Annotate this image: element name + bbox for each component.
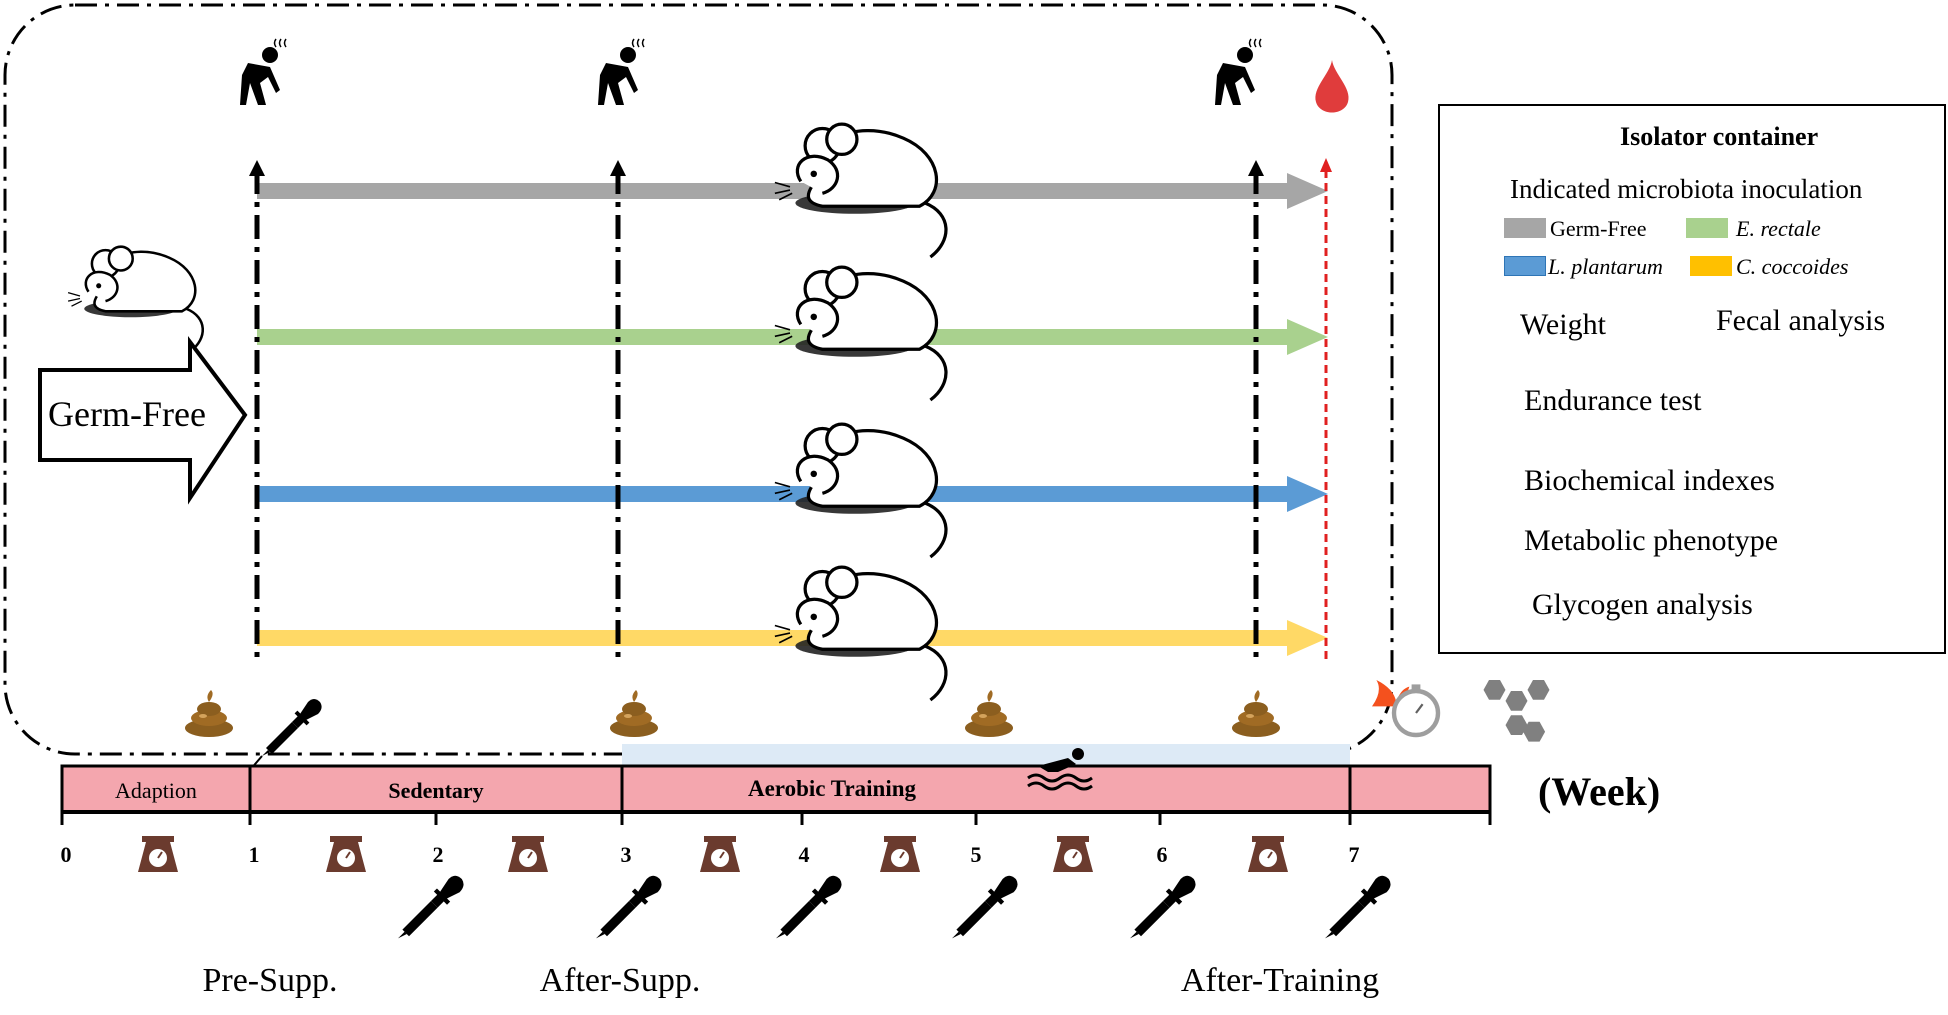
group-arrow-c-coccoides — [257, 620, 1328, 656]
feces-icon — [965, 690, 1013, 737]
legend-germ-free: Germ-Free — [1550, 216, 1647, 241]
feces-icon — [610, 690, 658, 737]
legend-metabolic: Metabolic phenotype — [1524, 524, 1779, 557]
flaming-stopwatch-icon — [1372, 680, 1438, 735]
dropper-icon — [398, 876, 464, 939]
week-4: 4 — [798, 842, 810, 867]
legend — [1438, 104, 1946, 654]
training-band — [622, 744, 1350, 768]
weighing-scale-icon — [699, 835, 741, 873]
legend-biochemical: Biochemical indexes — [1524, 464, 1775, 497]
segment-adaption: Adaption — [115, 778, 197, 803]
endurance-test-lines — [254, 170, 1259, 660]
dropper-icon — [1130, 876, 1196, 939]
week-unit-label: (Week) — [1538, 769, 1661, 814]
weighing-scale-icon — [507, 835, 549, 873]
legend-glycogen: Glycogen analysis — [1532, 588, 1753, 621]
blood-drop-icon — [1315, 60, 1349, 113]
tired-runner-icon — [239, 38, 287, 106]
group-arrow-e-rectale — [257, 319, 1328, 355]
dropper-icon — [260, 697, 324, 758]
week-5: 5 — [970, 842, 982, 867]
glycogen-molecule-icon — [1483, 680, 1550, 742]
phase-after-supp: After-Supp. — [539, 962, 701, 999]
week-6: 6 — [1156, 842, 1168, 867]
swatch-c-coccoides — [1690, 256, 1732, 276]
weighing-scale-icon — [137, 835, 179, 873]
week-3: 3 — [620, 842, 632, 867]
swatch-e-rectale — [1686, 218, 1728, 238]
weighing-scale-icon — [879, 835, 921, 873]
segment-aerobic-training: Aerobic Training — [747, 776, 917, 801]
germ-free-entry-arrow — [38, 336, 248, 505]
legend-fecal: Fecal analysis — [1716, 304, 1886, 337]
week-1: 1 — [248, 842, 260, 867]
weighing-scale-icon — [325, 835, 367, 873]
tired-runner-icon — [1214, 38, 1262, 106]
germ-free-entry-label: Germ-Free — [48, 394, 206, 434]
tired-runner-icon — [597, 38, 645, 106]
group-arrow-l-plantarum — [257, 476, 1328, 512]
feces-icon — [185, 690, 233, 737]
week-0: 0 — [60, 842, 72, 867]
group-arrow-germ-free — [257, 173, 1328, 209]
mouse-icon — [66, 245, 205, 353]
phase-after-training: After-Training — [1180, 962, 1380, 999]
week-2: 2 — [432, 842, 444, 867]
feces-icon — [1232, 690, 1280, 737]
weighing-scale-icon — [1247, 835, 1289, 873]
segment-sedentary: Sedentary — [388, 778, 484, 803]
swatch-l-plantarum — [1504, 256, 1546, 276]
weighing-scale-icon — [1052, 835, 1094, 873]
legend-l-plantarum: L. plantarum — [1548, 254, 1663, 279]
dropper-icon — [1325, 876, 1391, 939]
week-7: 7 — [1348, 842, 1360, 867]
phase-pre-supp: Pre-Supp. — [202, 962, 338, 999]
legend-weight: Weight — [1520, 308, 1606, 341]
swatch-germ-free — [1504, 218, 1546, 238]
dropper-icon — [776, 876, 842, 939]
legend-endurance: Endurance test — [1524, 384, 1702, 417]
dropper-icon — [596, 876, 662, 939]
dropper-icon — [952, 876, 1018, 939]
legend-e-rectale: E. rectale — [1736, 216, 1821, 241]
legend-inoculation: Indicated microbiota inoculation — [1510, 174, 1863, 204]
legend-c-coccoides: C. coccoides — [1736, 254, 1849, 279]
legend-isolator: Isolator container — [1620, 122, 1819, 151]
